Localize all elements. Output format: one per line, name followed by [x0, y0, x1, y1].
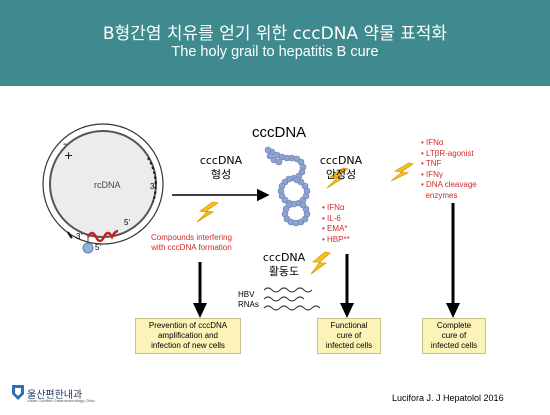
clinic-logo-subtext: Ulsan Comfort Gastroenterology Clinic	[27, 398, 96, 403]
outcome-box-complete-cure: Complete cure of infected cells	[422, 318, 486, 354]
five-prime-label: 5'	[124, 218, 130, 227]
outcome-box-functional-cure: Functional cure of infected cells	[317, 318, 381, 354]
lightning-bolt-icon	[196, 201, 220, 223]
compounds-label: Compounds interfering with cccDNA format…	[151, 233, 232, 252]
citation: Lucifora J. J Hepatolol 2016	[392, 393, 504, 403]
lightning-bolt-icon	[326, 167, 350, 189]
rcdna-circle-icon	[42, 123, 164, 245]
red-strand-icon	[86, 229, 119, 243]
clinic-logo-icon	[12, 385, 24, 400]
hbv-rnas-label: HBV RNAs	[238, 290, 259, 309]
formation-label: cccDNA 형성	[199, 154, 243, 181]
slide-title-english: The holy grail to hepatitis B cure	[171, 44, 379, 60]
right-factors-list: • IFNα • LTβR-agonist • TNF • IFNγ • DNA…	[421, 138, 477, 200]
middle-factors-list: • IFNα • IL-6 • EMA* • HBP**	[322, 203, 350, 244]
plus-label: +	[64, 149, 74, 162]
lightning-bolt-icon	[310, 251, 331, 275]
stability-label: cccDNA 안정성	[319, 154, 363, 181]
cccdna-title: cccDNA	[252, 124, 307, 141]
down-arrow-left	[193, 262, 207, 318]
outcome-box-prevention: Prevention of cccDNA amplification and i…	[135, 318, 241, 354]
rcdna-label: rcDNA	[94, 180, 121, 190]
activity-label: cccDNA 활동도	[262, 251, 306, 278]
down-arrow-right	[446, 203, 460, 318]
lightning-bolt-icon	[390, 162, 414, 182]
down-arrow-middle	[340, 254, 354, 318]
header-banner: B형간염 치유를 얻기 위한 cccDNA 약물 표적화 The holy gr…	[0, 0, 550, 86]
polymerase-icon	[82, 237, 94, 254]
three-prime-label: 3'	[150, 182, 156, 191]
hbv-rna-icon	[263, 287, 321, 311]
three-prime-lower-label: 3'	[76, 232, 82, 241]
slide-title-korean: B형간염 치유를 얻기 위한 cccDNA 약물 표적화	[102, 24, 448, 44]
minus-label: -	[63, 137, 67, 150]
cccdna-chain-icon	[264, 146, 311, 227]
five-prime-lower-label: 5'	[95, 243, 101, 252]
clinic-logo-text: 울산편한내과	[27, 390, 83, 401]
